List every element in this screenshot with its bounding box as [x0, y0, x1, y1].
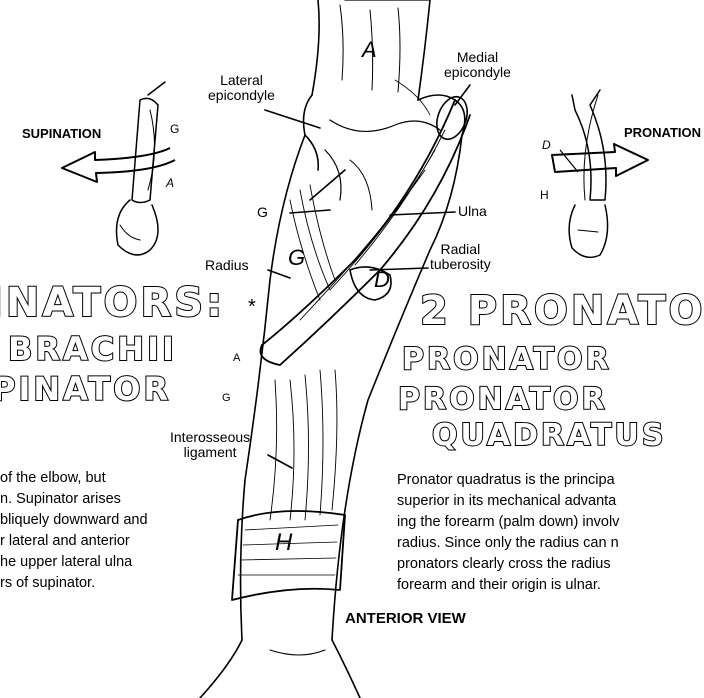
label-supination: SUPINATION	[22, 126, 101, 141]
label-medial-epicondyle: Medial epicondyle	[444, 50, 511, 80]
mark-h-quadratus: H	[275, 535, 292, 550]
left-heading-line2: BRACHII	[8, 330, 177, 368]
label-radius: Radius	[205, 258, 249, 273]
right-heading-line1: 2 PRONATO	[420, 288, 704, 334]
left-heading-line2-mark: A	[233, 352, 240, 364]
supination-forearm-sketch	[117, 82, 166, 255]
label-lateral-epicondyle: Lateral epicondyle	[208, 73, 275, 103]
right-body-text: Pronator quadratus is the principa super…	[397, 470, 619, 596]
mark-g-pointer: G	[257, 205, 268, 220]
left-heading-line3: PINATOR	[0, 370, 171, 408]
left-heading-line1: INATORS:	[0, 280, 225, 326]
mark-d-tuberosity: D	[374, 272, 390, 287]
label-pronation: PRONATION	[624, 125, 701, 140]
right-heading-line4: QUADRATUS	[432, 418, 666, 453]
label-radial-tuberosity: Radial tuberosity	[430, 242, 491, 272]
right-heading-line2: PRONATOR	[402, 342, 612, 377]
mark-a-supination: A	[166, 176, 174, 191]
forearm-left-edge	[241, 135, 305, 640]
mark-h-pronation: H	[540, 188, 549, 203]
supination-arrow	[62, 148, 175, 182]
humerus-left-edge	[312, 0, 319, 95]
mark-d-pronation: D	[542, 138, 551, 153]
left-heading-star: *	[248, 300, 256, 315]
anterior-view-caption: ANTERIOR VIEW	[345, 610, 466, 627]
right-heading-line3: PRONATOR	[398, 382, 608, 417]
label-ulna: Ulna	[458, 204, 487, 219]
left-heading-line3-mark: G	[222, 392, 231, 404]
pronation-arrow	[552, 144, 648, 176]
mark-g-radius: G	[288, 250, 305, 265]
label-interosseous-ligament: Interosseous ligament	[170, 430, 250, 460]
mark-a-humerus: A	[362, 42, 377, 57]
pronation-forearm-sketch	[569, 90, 607, 257]
humerus-right-edge	[418, 0, 430, 100]
left-body-text: of the elbow, but n. Supinator arises bl…	[0, 468, 148, 594]
mark-g-supination: G	[170, 122, 179, 137]
